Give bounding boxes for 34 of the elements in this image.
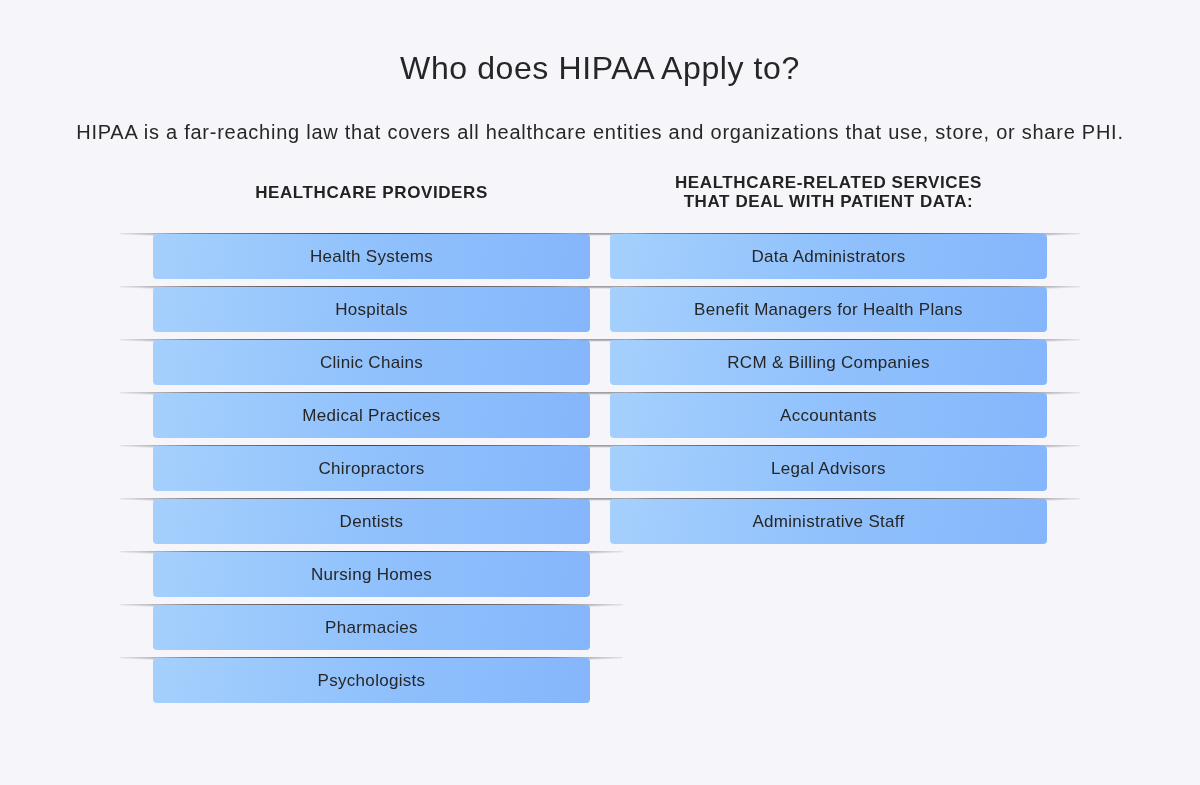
item-label: Dentists: [339, 511, 404, 532]
list-item-box: [610, 340, 1047, 385]
column-heading: HEALTHCARE PROVIDERS: [255, 182, 488, 202]
column-heading: HEALTHCARE-RELATED SERVICES THAT DEAL WITH PATIENT DATA:: [673, 173, 984, 211]
list-item-box: [610, 287, 1047, 332]
item-label: Accountants: [780, 405, 877, 426]
item-label: Data Administrators: [751, 246, 906, 267]
list-item-box: [610, 499, 1047, 544]
caption: HIPAA is a far-reaching law that covers all healthcare entities and organizations that use, store, or share PHI.: [76, 121, 1124, 143]
list-item-box: [610, 393, 1047, 438]
list-item-box: [153, 605, 590, 650]
item-label: Health Systems: [309, 246, 434, 267]
item-label: Nursing Homes: [310, 564, 433, 585]
list-item-box: [153, 287, 590, 332]
item-label: Hospitals: [335, 299, 408, 320]
list-item-box: [153, 446, 590, 491]
list-item-box: [153, 234, 590, 279]
list-item-box: [153, 658, 590, 703]
item-label: Chiropractors: [318, 458, 425, 479]
list-item-box: [153, 340, 590, 385]
item-label: Psychologists: [317, 670, 426, 691]
list-item-box: [153, 393, 590, 438]
title: Who does HIPAA Apply to?: [400, 50, 800, 86]
item-label: Legal Advisors: [771, 458, 886, 479]
item-label: Benefit Managers for Health Plans: [694, 299, 963, 320]
list-item-box: [153, 499, 590, 544]
list-item-box: [610, 446, 1047, 491]
item-label: Administrative Staff: [752, 511, 905, 532]
item-label: Medical Practices: [302, 405, 441, 426]
list-item-box: [153, 552, 590, 597]
list-item-box: [610, 234, 1047, 279]
item-label: Pharmacies: [325, 617, 418, 638]
item-label: RCM & Billing Companies: [727, 352, 930, 373]
item-label: Clinic Chains: [319, 352, 424, 373]
